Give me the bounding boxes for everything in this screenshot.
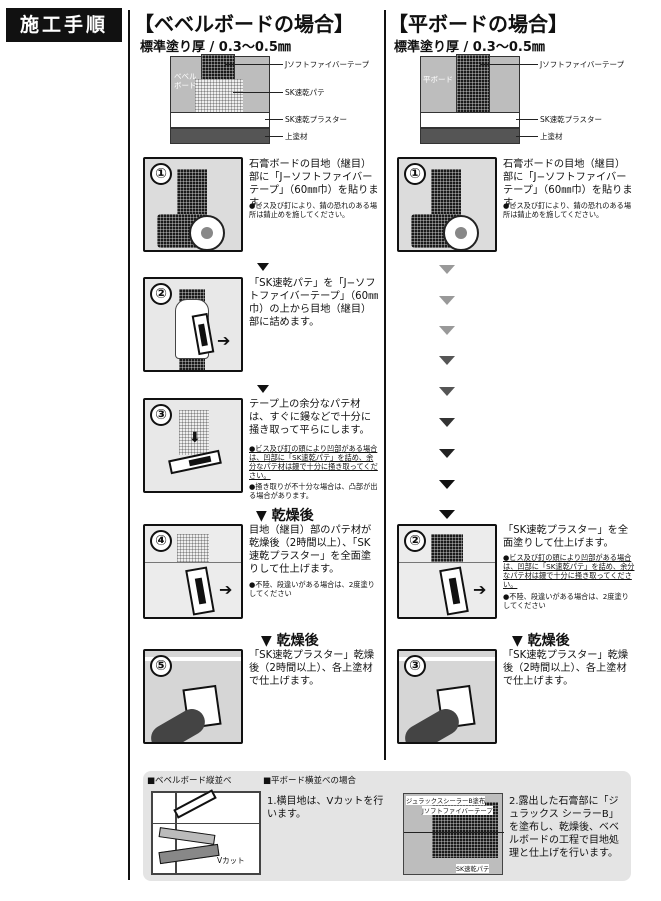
bevel-topcoat-label: 上塗材 <box>285 132 308 141</box>
bevel-subtitle: 標準塗り厚 / 0.3〜0.5㎜ <box>140 40 291 55</box>
sealer-label: ジュラックスシーラーB塗布 <box>406 796 486 805</box>
bevel-step2-illustration: ② ➔ <box>143 277 243 372</box>
bevel-step4-number: ④ <box>150 530 172 552</box>
bevel-step1-number: ① <box>150 163 172 185</box>
flat-step1-text: 石膏ボードの目地（継目）部に「J−ソフトファイバーテープ」（60㎜巾）を貼ります… <box>503 159 633 209</box>
bottom-info-box: ■ベベルボード縦並べ ■平ボード横並べの場合 Vカット 1.横目地は、Vカットを… <box>143 771 631 881</box>
flat-step2-number: ② <box>404 530 426 552</box>
flat-step3-number: ③ <box>404 655 426 677</box>
bevel-board-label: ベベル ボード <box>174 72 197 90</box>
flat-arrow-6 <box>439 418 455 427</box>
bottom-item2-text: 2.露出した石膏部に「ジュラックス シーラーB」を塗布し、乾燥後、ベベルボードの… <box>509 796 619 859</box>
bevel-step3-illustration: ③ ⬇ <box>143 398 243 493</box>
flat-step1-note: ●ビス及び釘により、錆の恐れのある場所は錆止めを施してください。 <box>503 201 632 219</box>
bevel-step2-number: ② <box>150 283 172 305</box>
bevel-step4-illustration: ④ ➔ <box>143 524 243 619</box>
center-divider <box>384 10 386 760</box>
bevel-dry-label-2: ▼ 乾燥後 <box>261 633 319 649</box>
section-title: 施工手順 <box>6 8 122 42</box>
flat-step3-illustration: ③ <box>397 649 497 744</box>
bevel-step5-illustration: ⑤ <box>143 649 243 744</box>
vcut-illustration: Vカット <box>151 789 261 875</box>
bottom-item1-text: 1.横目地は、Vカットを行います。 <box>267 796 384 820</box>
bevel-putty-label: SK速乾パテ <box>285 88 325 97</box>
flat-layer-diagram: 平ボード Jソフトファイバーテープ SK速乾プラスター 上塗材 <box>420 54 640 154</box>
flat-step2-text: 「SK速乾プラスター」を全面塗りして仕上げます。 <box>503 525 629 549</box>
flat-dry-label: ▼ 乾燥後 <box>512 633 570 649</box>
flat-plaster-label: SK速乾プラスター <box>540 115 603 124</box>
bevel-dry-label-1: ▼ 乾燥後 <box>256 508 314 524</box>
bevel-vertical-header: ■ベベルボード縦並べ <box>147 776 232 786</box>
flat-horizontal-header: ■平ボード横並べの場合 <box>263 776 357 786</box>
flat-tape-label: Jソフトファイバーテープ <box>540 60 625 69</box>
flat-arrow-1 <box>439 265 455 274</box>
left-divider <box>128 10 130 880</box>
flat-step1-number: ① <box>404 163 426 185</box>
bevel-arrow-2 <box>257 385 269 393</box>
bevel-step2-text: 「SK速乾パテ」を「J−ソフトファイバーテープ」（60㎜巾）の上から目地（継目）… <box>249 278 379 328</box>
flat-arrow-3 <box>439 326 455 335</box>
flat-step2-illustration: ② ➔ <box>397 524 497 619</box>
bevel-step3-number: ③ <box>150 404 172 426</box>
flat-step3-text: 「SK速乾プラスター」乾燥後（2時間以上）、各上塗材で仕上げます。 <box>503 650 629 687</box>
flat-arrow-7 <box>439 449 455 458</box>
bevel-step5-number: ⑤ <box>150 655 172 677</box>
bevel-title: 【ベベルボードの場合】 <box>134 12 354 36</box>
bevel-step3-note1: ●ビス及び釘の頭により凹部がある場合は、凹部に「SK速乾パテ」を詰め、余分なパテ… <box>249 444 378 480</box>
sealer-illustration: ジュラックスシーラーB塗布 Jソフトファイバーテープ SK速乾パテ <box>403 793 504 875</box>
flat-arrow-9 <box>439 510 455 519</box>
flat-topcoat-label: 上塗材 <box>540 132 563 141</box>
flat-step2-note2: ●不陸、段違いがある場合は、2度塗りしてください <box>503 592 629 610</box>
flat-step2-note1: ●ビス及び釘の頭により凹部がある場合は、凹部に「SK速乾パテ」を詰め、余分なパテ… <box>503 553 635 589</box>
flat-subtitle: 標準塗り厚 / 0.3〜0.5㎜ <box>394 40 545 55</box>
bevel-step5-text: 「SK速乾プラスター」乾燥後（2時間以上）、各上塗材で仕上げます。 <box>249 650 375 687</box>
bevel-layer-diagram: ベベル ボード Jソフトファイバーテープ SK速乾パテ SK速乾プラスター 上塗… <box>165 54 385 154</box>
flat-title: 【平ボードの場合】 <box>388 12 568 36</box>
flat-arrow-2 <box>439 296 455 305</box>
bevel-step1-note: ●ビス及び釘により、錆の恐れのある場所は錆止めを施してください。 <box>249 201 378 219</box>
bevel-arrow-1 <box>257 263 269 271</box>
bevel-step3-text: テープ上の余分なパテ材は、すぐに鏝などで十分に掻き取って平らにします。 <box>249 399 372 436</box>
bevel-step4-text: 目地（継目）部のパテ材が乾燥後（2時間以上）、「SK速乾プラスター」を全面塗りし… <box>249 525 372 575</box>
vcut-label: Vカット <box>217 856 245 865</box>
bevel-step1-illustration: ① <box>143 157 243 252</box>
bevel-step1-text: 石膏ボードの目地（継目）部に「J−ソフトファイバーテープ」（60㎜巾）を貼ります… <box>249 159 379 209</box>
flat-board-label: 平ボード <box>423 75 453 84</box>
bevel-step4-note: ●不陸、段違いがある場合は、2度塗りしてください <box>249 580 375 598</box>
bevel-tape-label: Jソフトファイバーテープ <box>285 60 370 69</box>
bevel-step3-note2: ●掻き取りが不十分な場合は、凸部が出る場合があります。 <box>249 482 378 500</box>
bottom-putty-label: SK速乾パテ <box>456 864 490 873</box>
bevel-plaster-label: SK速乾プラスター <box>285 115 348 124</box>
bottom-tape-label: Jソフトファイバーテープ <box>422 806 493 815</box>
flat-step1-illustration: ① <box>397 157 497 252</box>
flat-arrow-5 <box>439 387 455 396</box>
flat-arrow-8 <box>439 480 455 489</box>
flat-arrow-4 <box>439 356 455 365</box>
